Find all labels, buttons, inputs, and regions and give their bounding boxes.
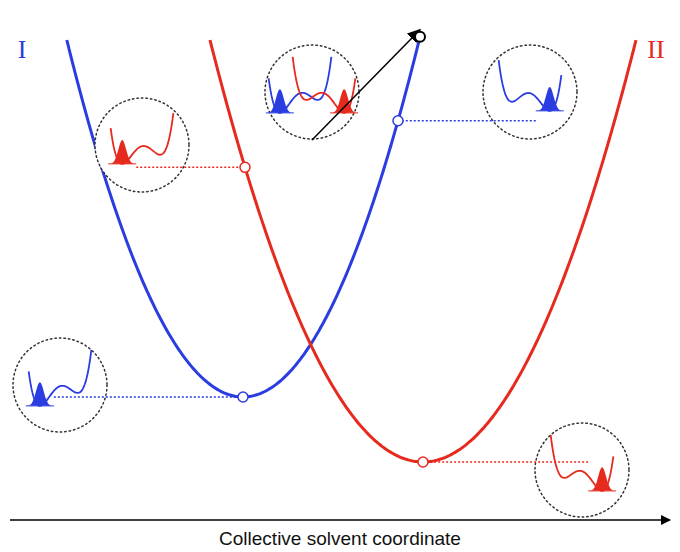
parabola-i [67, 40, 419, 397]
wave-packet [26, 382, 54, 406]
state-point [393, 116, 403, 126]
inset [95, 98, 189, 192]
axis-label: Collective solvent coordinate [219, 529, 461, 548]
inset [483, 45, 577, 139]
state-point [238, 392, 248, 402]
axis-arrow [10, 519, 670, 521]
inset [13, 338, 107, 432]
leader-line [136, 167, 240, 169]
wave-packet [108, 140, 136, 164]
wave-packet [536, 87, 564, 111]
inset-circle [535, 423, 629, 517]
leader-line [403, 120, 536, 122]
crossing-arrow [312, 30, 420, 140]
curve-label: I [18, 37, 27, 63]
wave-packet [588, 467, 616, 491]
wave-packet [330, 89, 358, 113]
leader-line [428, 461, 588, 463]
inset [535, 423, 629, 517]
state-point [240, 162, 250, 172]
parabola-ii [210, 40, 636, 462]
inset-circle [265, 45, 359, 139]
inset-circle [13, 338, 107, 432]
leader-line [54, 396, 238, 398]
inset-circle [95, 98, 189, 192]
state-point [418, 457, 428, 467]
wave-packet [266, 89, 294, 113]
inset [265, 45, 359, 139]
crossing-point [415, 32, 425, 42]
inset-circle [483, 45, 577, 139]
curve-label: II [647, 37, 664, 63]
